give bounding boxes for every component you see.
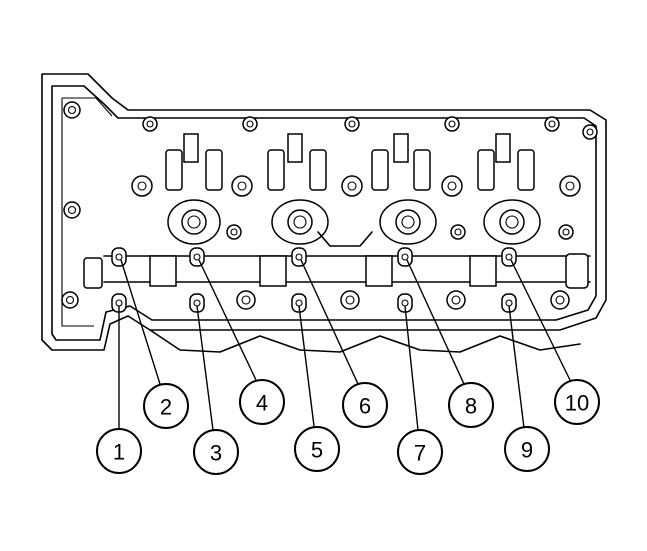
callout-8: 8 <box>448 382 494 428</box>
callout-2-label: 2 <box>160 395 172 420</box>
callout-8-label: 8 <box>465 394 477 419</box>
leader-7 <box>404 305 419 431</box>
bolt-2 <box>111 247 127 267</box>
camshaft-rail <box>83 253 591 310</box>
callout-4: 4 <box>239 379 285 425</box>
callout-9-label: 9 <box>521 438 533 463</box>
callouts: 1 2 3 4 5 6 7 8 9 10 <box>96 379 600 475</box>
lower-ribs <box>149 329 581 353</box>
callout-1: 1 <box>96 428 142 474</box>
leader-9 <box>508 305 525 429</box>
leader-5 <box>298 305 315 427</box>
callout-9: 9 <box>504 426 550 472</box>
left-rail-bosses <box>61 101 81 309</box>
callout-3-label: 3 <box>210 441 222 466</box>
bolt-6 <box>291 247 307 267</box>
callout-4-label: 4 <box>256 391 268 416</box>
callout-6: 6 <box>342 382 388 428</box>
callout-7-label: 7 <box>414 441 426 466</box>
rocker-clusters <box>131 133 581 197</box>
leader-8 <box>406 259 465 385</box>
callout-5: 5 <box>294 426 340 472</box>
bolt-10 <box>501 247 517 267</box>
callout-10: 10 <box>554 379 600 425</box>
callout-7: 7 <box>397 429 443 475</box>
leader-6 <box>300 259 359 385</box>
cylinder-head-outline <box>41 73 607 351</box>
bolt-8 <box>397 247 413 267</box>
leader-4 <box>198 259 257 381</box>
bolt-1 <box>111 293 127 313</box>
top-rail-bosses <box>142 116 598 140</box>
leader-lines <box>118 259 571 431</box>
bolt-4 <box>189 247 205 267</box>
callout-3: 3 <box>193 429 239 475</box>
leader-10 <box>510 259 571 381</box>
callout-6-label: 6 <box>359 394 371 419</box>
callout-5-label: 5 <box>311 438 323 463</box>
callout-10-label: 10 <box>565 391 589 416</box>
callout-2: 2 <box>143 383 189 429</box>
callout-1-label: 1 <box>113 440 125 465</box>
head-bolts <box>111 247 517 313</box>
leader-3 <box>196 305 214 431</box>
injector-bores <box>167 199 574 247</box>
leader-2 <box>120 259 161 385</box>
